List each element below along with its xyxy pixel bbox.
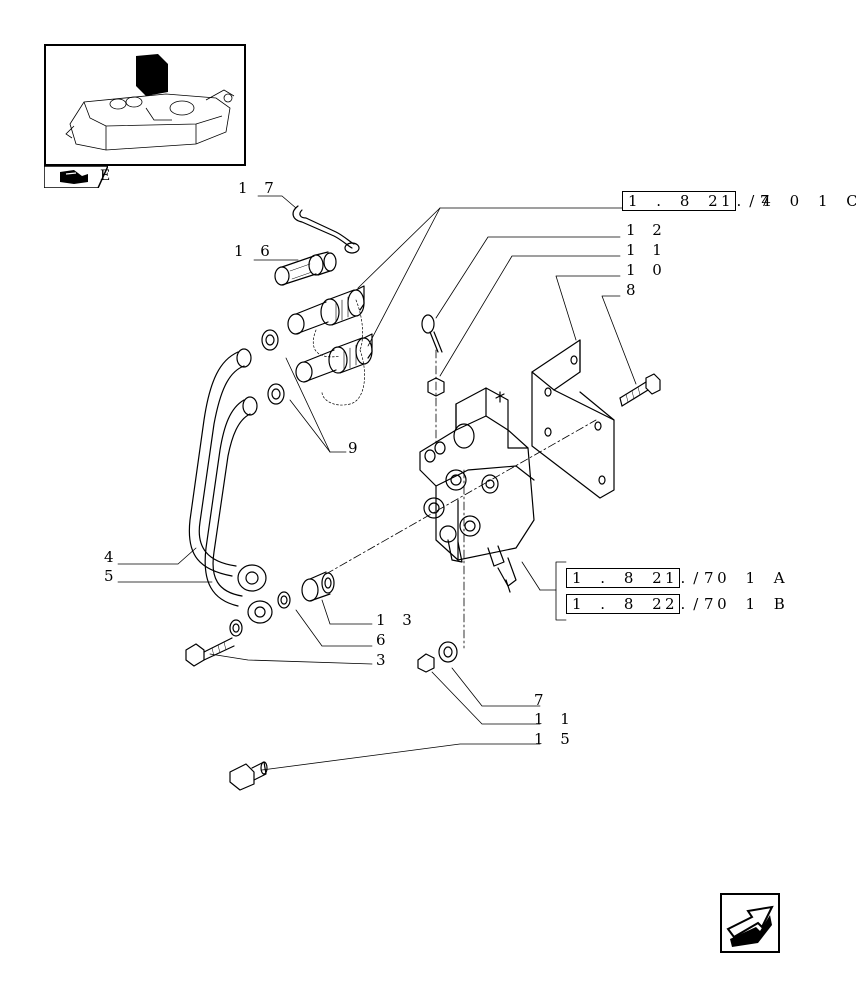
next-page-button[interactable] <box>720 893 780 953</box>
cross-reference-c-box: 1 . 8 2 . 7 <box>628 192 777 210</box>
part-15-plug <box>229 761 268 791</box>
part-10-bracket <box>531 339 615 499</box>
cross-reference-c[interactable]: 1 . 8 2 . 7 <box>622 191 770 211</box>
callout-15: 1 5 <box>534 730 576 748</box>
part-12-eyebolt <box>421 314 443 353</box>
leader-lines <box>117 195 637 771</box>
part-16-coupler <box>274 251 337 286</box>
cross-reference-c-suffix: 1 /4 0 1 C <box>721 192 856 210</box>
part-3-bolt <box>185 637 235 667</box>
tractor-lift-thumbnail-icon <box>65 54 235 151</box>
book-pointer-icon <box>43 165 110 189</box>
next-page-arrow-icon <box>726 905 774 947</box>
thumbnail-tab-letter: E <box>100 168 111 184</box>
callout-17: 1 7 <box>238 179 280 197</box>
cross-reference-b[interactable]: 1 . 8 2 . 7 <box>566 594 714 614</box>
callout-12: 1 2 <box>626 221 668 239</box>
cross-reference-a[interactable]: 1 . 8 2 . 7 <box>566 568 714 588</box>
dust-cap-chains <box>312 299 365 406</box>
callout-7: 7 <box>534 691 550 709</box>
callout-6: 6 <box>376 631 392 649</box>
cross-reference-b-box: 1 . 8 2 . 7 <box>572 595 721 613</box>
cross-reference-a-suffix: 1 / 0 1 A <box>665 569 792 587</box>
centerlines <box>325 349 597 649</box>
callout-3: 3 <box>376 651 392 669</box>
callout-5: 5 <box>104 567 120 585</box>
quick-coupler-upper <box>287 285 365 335</box>
assembly-thumbnail <box>44 44 246 166</box>
callout-8: 8 <box>626 281 642 299</box>
part-11-nut-lower <box>417 653 435 673</box>
callout-16: 1 6 <box>234 242 276 260</box>
callout-11-lower: 1 1 <box>534 710 576 728</box>
part-11-nut-upper <box>427 377 445 397</box>
callout-4: 4 <box>104 548 120 566</box>
part-17-lanyard <box>292 205 360 254</box>
part-4-pipe <box>188 348 267 592</box>
control-valve-body <box>419 387 535 593</box>
callout-9: 9 <box>348 439 364 457</box>
callout-11-upper: 1 1 <box>626 241 668 259</box>
part-13-adapter <box>301 571 335 602</box>
cross-reference-a-box: 1 . 8 2 . 7 <box>572 569 721 587</box>
callout-13: 1 3 <box>376 611 418 629</box>
part-6-washer <box>229 591 291 637</box>
thumbnail-tab: E <box>43 165 111 189</box>
part-5-pipe <box>204 396 273 624</box>
part-7-washer <box>438 641 458 663</box>
part-9-washers <box>261 329 285 405</box>
quick-coupler-lower <box>295 333 373 383</box>
cross-reference-b-suffix: 2 / 0 1 B <box>665 595 792 613</box>
callout-10: 1 0 <box>626 261 668 279</box>
part-8-screw <box>619 373 661 407</box>
